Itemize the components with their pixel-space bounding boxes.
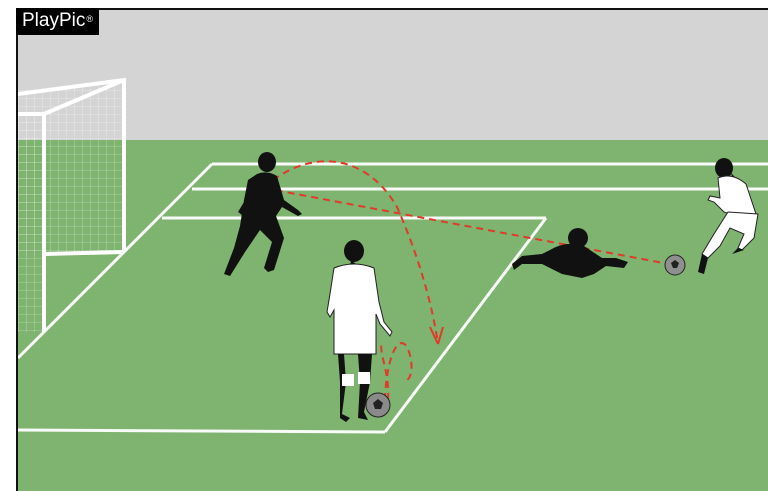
brand-badge: PlayPic® (16, 8, 99, 35)
registered-mark: ® (86, 14, 93, 24)
soccer-ball-2 (665, 255, 685, 275)
illustration-frame (16, 8, 768, 491)
soccer-scene (18, 10, 768, 491)
grass-field (18, 140, 768, 491)
penalty-area-front (18, 430, 385, 432)
soccer-ball-1 (366, 393, 390, 417)
brand-name: PlayPic (22, 10, 85, 31)
sky (18, 10, 768, 141)
